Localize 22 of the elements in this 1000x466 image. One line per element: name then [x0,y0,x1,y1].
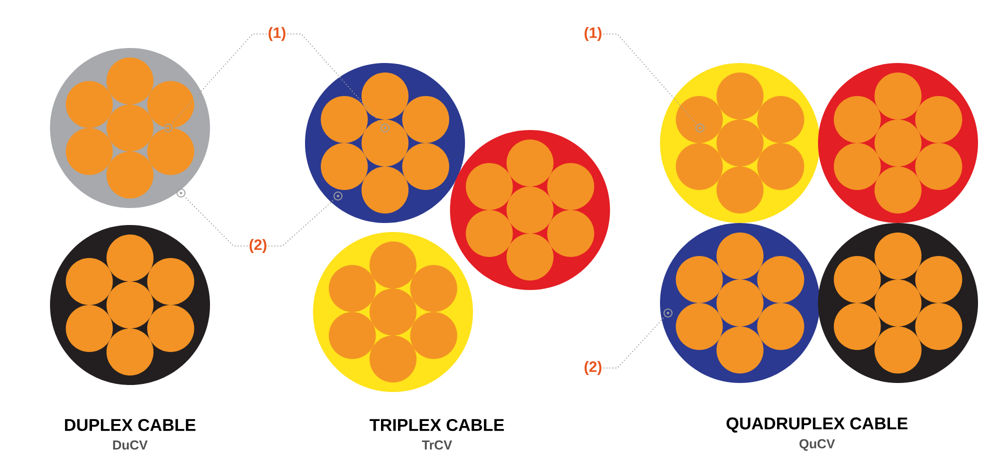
cable-code: DuCV [113,440,148,450]
target-marker [664,308,672,318]
target-marker [380,124,390,132]
cable-code: QuCV [800,439,835,451]
cable-name: QUADRUPLEX CABLE [726,417,908,433]
callout-number: (2) [584,361,602,375]
cable-name: DUPLEX CABLE [65,418,196,432]
target-marker [164,124,172,132]
leader-line [170,34,268,126]
leader-line [602,316,666,368]
cable-name: TRIPLEX CABLE [370,418,504,432]
leader-line [268,198,336,246]
leader-line [184,196,248,246]
callout-number: (1) [268,27,286,41]
target-marker [334,192,342,200]
callout-number: (1) [584,27,602,41]
cable-code: TrCV [422,440,452,450]
leader-line [286,34,383,126]
callout-number: (2) [250,239,266,253]
leader-line [602,34,698,126]
target-marker [696,124,704,132]
target-marker [176,188,186,198]
